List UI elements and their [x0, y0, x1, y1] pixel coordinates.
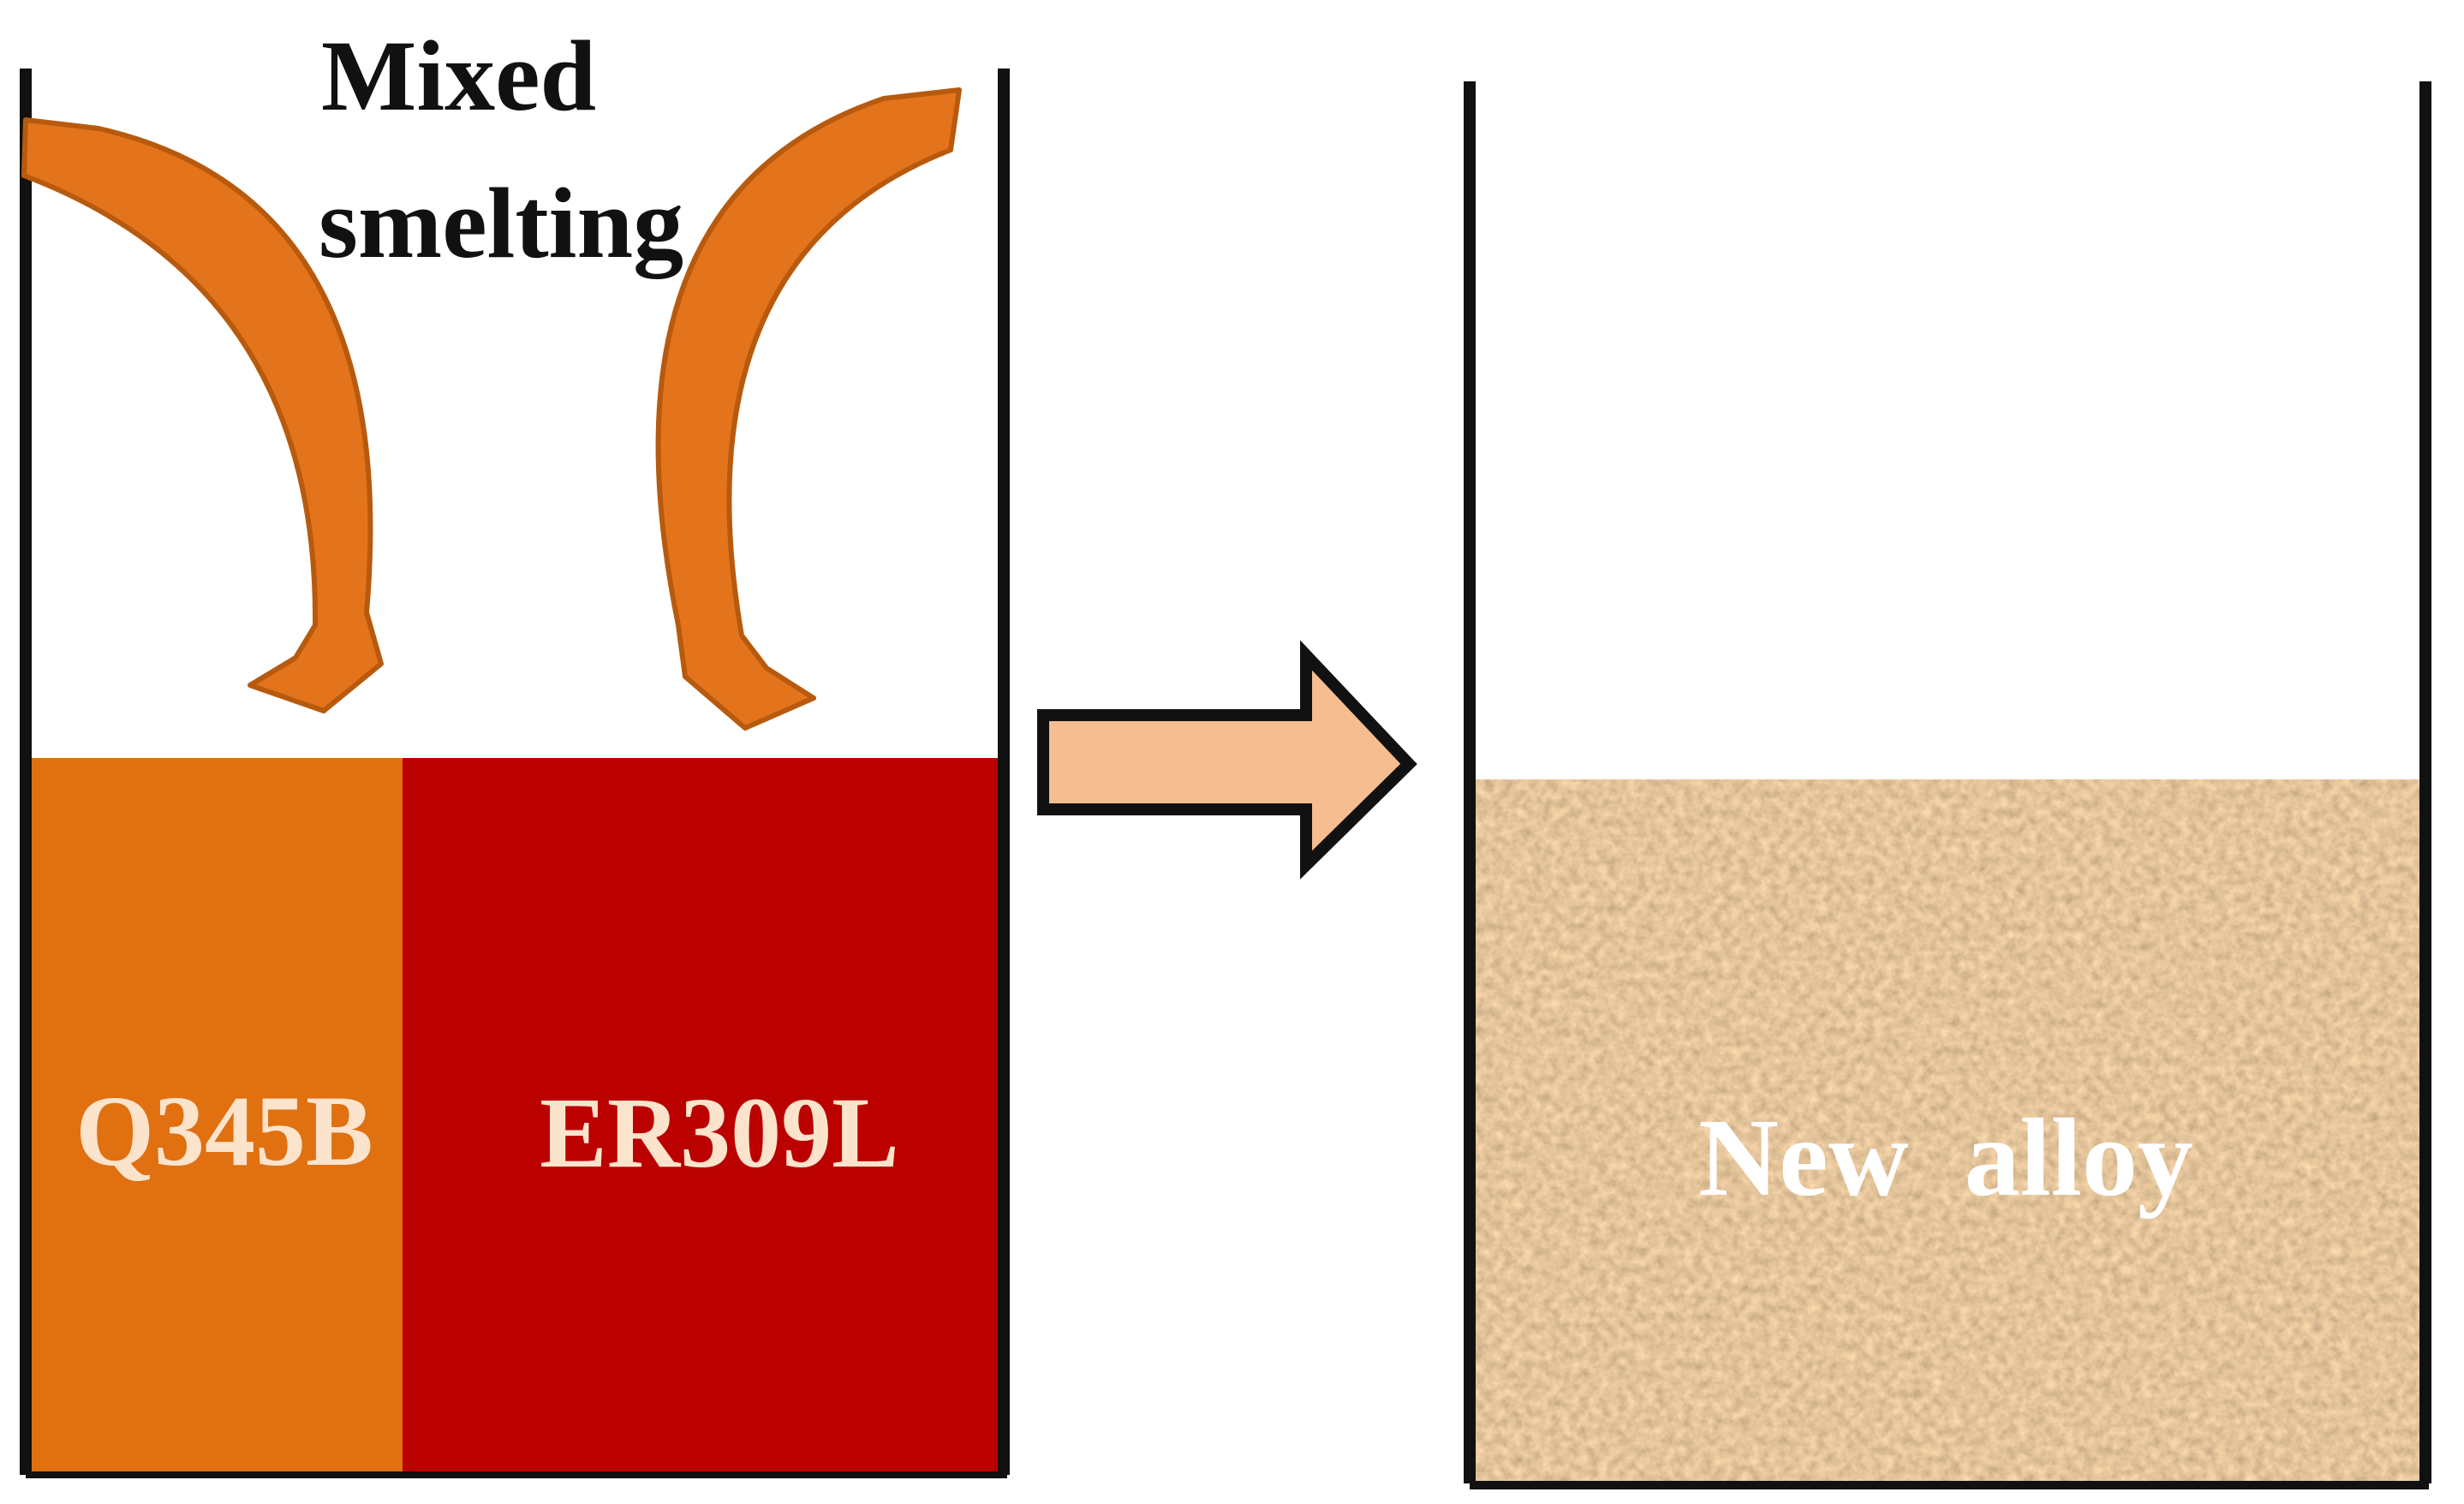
left-crucible: Q345B ER309L [20, 69, 1010, 1478]
caption-line-1: Mixed [321, 20, 596, 132]
curved-arrow-down-left-icon [655, 87, 962, 731]
new-alloy-texture [1471, 779, 2422, 1482]
q345b-label: Q345B [75, 1075, 373, 1187]
caption-line-2: smelting [319, 167, 683, 279]
curved-arrow-down-right-icon [21, 117, 384, 713]
q345b-block [26, 758, 403, 1473]
right-block-arrow-icon [1037, 640, 1417, 880]
new-alloy-label: New alloy [1698, 1096, 2193, 1220]
right-crucible: New alloy [1464, 81, 2431, 1489]
er309l-label: ER309L [540, 1077, 899, 1189]
er309l-block [403, 758, 1007, 1473]
